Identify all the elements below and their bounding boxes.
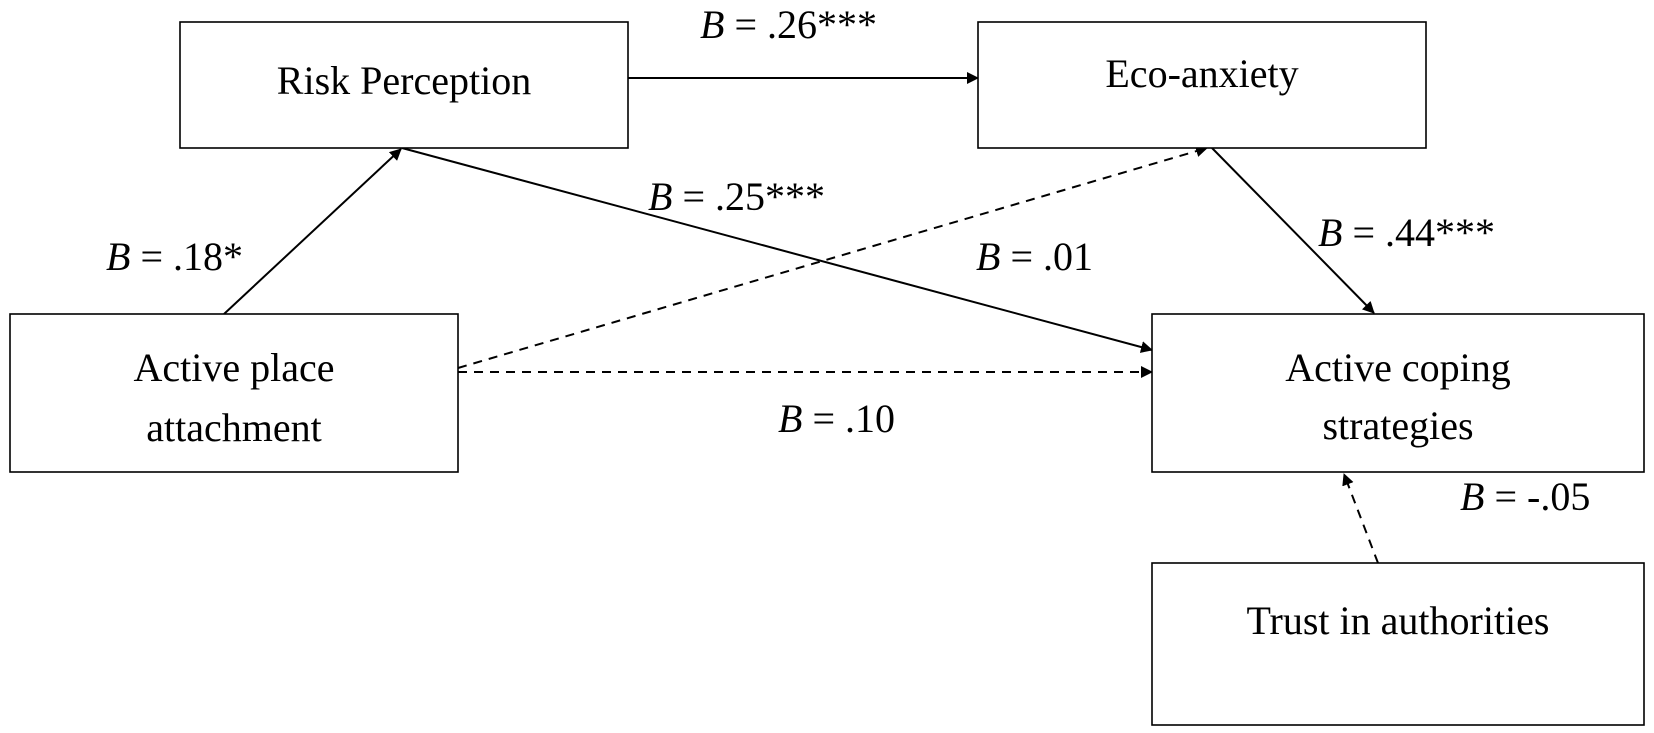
node-active-coping-strategies: Active coping strategies [1151,313,1645,473]
node-trust-in-authorities-label: Trust in authorities [1247,598,1550,643]
edge-eco-to-coping [1211,147,1375,314]
node-risk-perception: Risk Perception [179,21,629,149]
node-eco-anxiety: Eco-anxiety [977,21,1427,149]
edge-place-to-eco [457,145,1208,369]
node-active-place-attachment-line1: Active place [134,345,335,390]
label-eco-to-coping: B = .44*** [1318,210,1495,255]
label-place-to-coping: B = .10 [778,396,895,441]
node-eco-anxiety-label: Eco-anxiety [1105,51,1298,96]
label-risk-to-eco: B = .26*** [700,2,877,47]
node-risk-perception-label: Risk Perception [277,58,531,103]
edge-trust-to-coping [1342,473,1379,564]
edge-risk-to-coping [401,147,1153,353]
label-risk-to-coping: B = .25*** [648,174,825,219]
node-trust-in-authorities: Trust in authorities [1151,562,1645,726]
node-active-coping-strategies-line2: strategies [1322,403,1473,448]
node-active-place-attachment-line2: attachment [146,405,321,450]
node-active-place-attachment: Active place attachment [9,313,459,473]
edges [223,72,1379,564]
node-active-coping-strategies-line1: Active coping [1285,345,1511,390]
label-place-to-risk: B = .18* [106,234,243,279]
label-place-to-eco: B = .01 [976,234,1093,279]
label-trust-to-coping: B = -.05 [1460,474,1590,519]
edge-place-to-risk [223,148,402,315]
